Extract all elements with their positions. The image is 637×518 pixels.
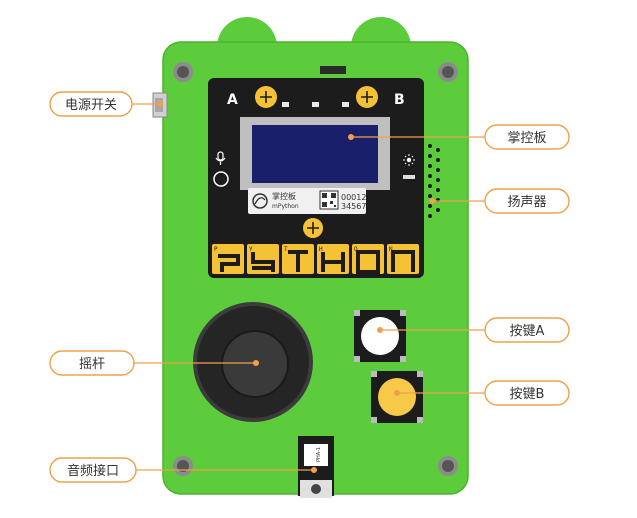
oled-screen	[240, 117, 390, 190]
callout-lines	[132, 103, 485, 471]
speaker-grille	[428, 144, 440, 218]
touch-pad-plus-right-icon	[356, 86, 378, 108]
audio-jack-text: PHA-1	[316, 447, 322, 462]
pin-label-h: H	[319, 246, 323, 253]
sun-sensor-icon	[403, 154, 415, 179]
python-touch-pads	[212, 244, 419, 274]
pin-label-n: N	[389, 246, 393, 253]
label-controller: 掌控板	[484, 124, 570, 150]
label-button-a: 按键A	[484, 317, 570, 343]
pin-label-p: P	[214, 246, 218, 253]
light-sensor-icon	[213, 171, 229, 187]
brand-en-text: mPython	[272, 203, 299, 210]
label-speaker: 扬声器	[484, 188, 570, 214]
joystick	[193, 302, 313, 422]
button-a	[354, 310, 406, 362]
label-power-switch: 电源开关	[49, 91, 133, 117]
top-connector	[320, 66, 346, 74]
label-joystick: 摇杆	[49, 350, 135, 376]
qr-code-icon	[319, 190, 339, 210]
brand-cn-text: 掌控板	[272, 191, 296, 201]
svg-text:扬声器: 扬声器	[507, 195, 546, 210]
serial-number-line-1: 00012	[341, 193, 366, 202]
mounting-hole-bottom-left	[173, 456, 193, 476]
button-b	[371, 371, 423, 423]
callout-endpoints	[157, 101, 435, 473]
svg-text:摇杆: 摇杆	[79, 357, 105, 372]
label-button-b: 按键B	[484, 380, 570, 406]
brand-logo-mark-icon	[252, 193, 268, 209]
mounting-hole-bottom-right	[438, 456, 458, 476]
led-row-icon	[282, 102, 349, 107]
svg-text:按键B: 按键B	[510, 387, 545, 402]
pin-label-y: Y	[249, 246, 253, 253]
mounting-hole-top-right	[438, 62, 458, 82]
label-audio-jack: 音频接口	[49, 457, 137, 483]
pin-label-t: T	[284, 246, 288, 253]
svg-text:电源开关: 电源开关	[65, 98, 117, 113]
button-b-marker: B	[394, 92, 405, 108]
pin-label-o: O	[354, 246, 358, 253]
touch-pad-plus-left-icon	[255, 86, 277, 108]
serial-number-line-2: 34567	[341, 202, 366, 211]
svg-text:音频接口: 音频接口	[67, 463, 119, 479]
button-a-marker: A	[227, 92, 238, 108]
svg-text:按键A: 按键A	[510, 324, 545, 339]
microphone-icon	[215, 151, 226, 165]
touch-pad-plus-center-icon	[303, 218, 323, 238]
controller-board: A B	[208, 78, 424, 278]
mounting-hole-top-left	[173, 62, 193, 82]
svg-text:掌控板: 掌控板	[507, 131, 546, 146]
audio-jack	[298, 436, 334, 498]
